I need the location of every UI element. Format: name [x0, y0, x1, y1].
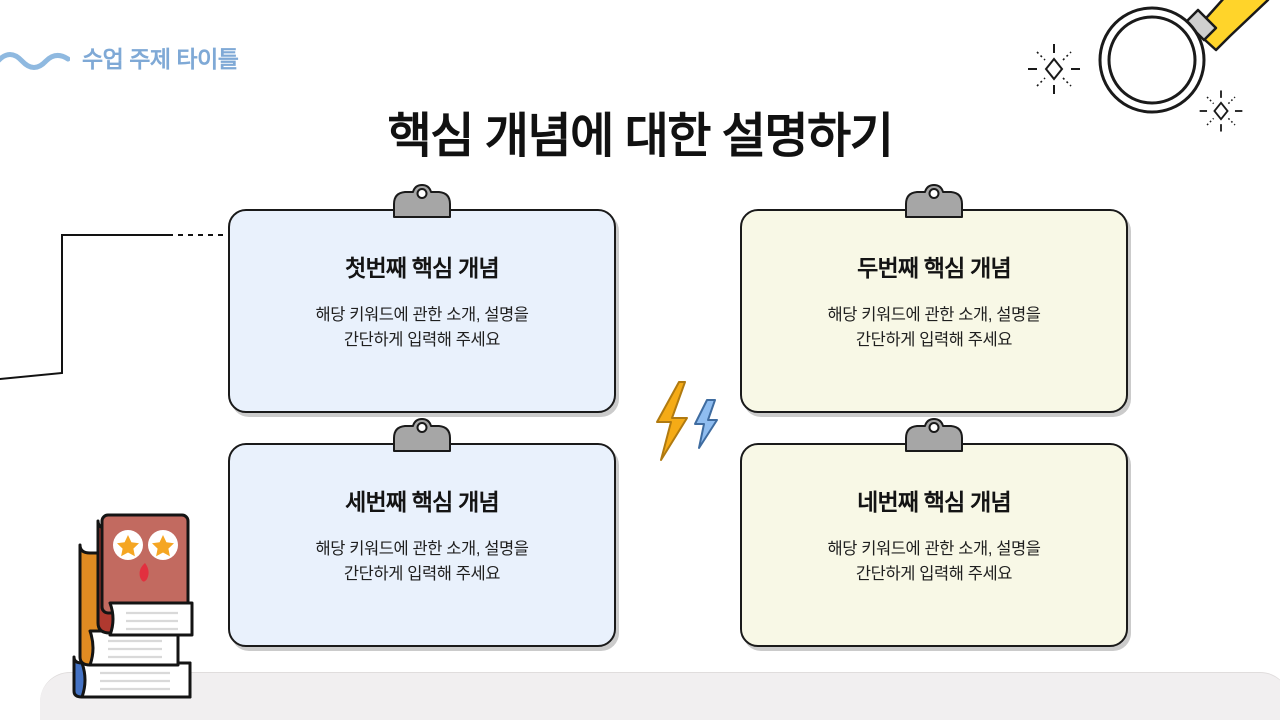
sparkle-icon — [1199, 90, 1243, 132]
card-title: 세번째 핵심 개념 — [345, 489, 500, 515]
sparkle-icon — [1028, 44, 1080, 94]
breadcrumb: 수업 주제 타이틀 — [0, 40, 239, 74]
book-stack-icon — [72, 513, 194, 699]
concept-card-1[interactable]: 첫번째 핵심 개념 해당 키워드에 관한 소개, 설명을 간단하게 입력해 주세… — [228, 184, 616, 413]
wave-icon — [0, 52, 70, 70]
card-body: 해당 키워드에 관한 소개, 설명을 간단하게 입력해 주세요 — [315, 540, 529, 583]
concept-card-4[interactable]: 네번째 핵심 개념 해당 키워드에 관한 소개, 설명을 간단하게 입력해 주세… — [740, 418, 1128, 647]
page-title: 핵심 개념에 대한 설명하기 — [387, 110, 894, 163]
concept-card-2[interactable]: 두번째 핵심 개념 해당 키워드에 관한 소개, 설명을 간단하게 입력해 주세… — [740, 184, 1128, 413]
shelf-panel — [40, 672, 1280, 720]
lightning-bolt-icon — [694, 399, 718, 449]
magnifying-glass-icon — [1098, 0, 1270, 114]
card-title: 네번째 핵심 개념 — [857, 489, 1012, 515]
clipboard-clip-icon — [905, 418, 963, 452]
lightning-bolts-group — [656, 381, 718, 461]
concept-card-3[interactable]: 세번째 핵심 개념 해당 키워드에 관한 소개, 설명을 간단하게 입력해 주세… — [228, 418, 616, 647]
card-title: 두번째 핵심 개념 — [857, 255, 1012, 281]
card-body: 해당 키워드에 관한 소개, 설명을 간단하게 입력해 주세요 — [827, 306, 1041, 349]
card-title: 첫번째 핵심 개념 — [345, 255, 500, 281]
slide-eyebrow-label: 수업 주제 타이틀 — [82, 46, 239, 72]
connector-line — [0, 234, 234, 381]
clipboard-clip-icon — [393, 418, 451, 452]
clipboard-clip-icon — [905, 184, 963, 218]
lightning-bolt-icon — [656, 381, 688, 461]
card-body: 해당 키워드에 관한 소개, 설명을 간단하게 입력해 주세요 — [827, 540, 1041, 583]
clipboard-clip-icon — [393, 184, 451, 218]
card-body: 해당 키워드에 관한 소개, 설명을 간단하게 입력해 주세요 — [315, 306, 529, 349]
